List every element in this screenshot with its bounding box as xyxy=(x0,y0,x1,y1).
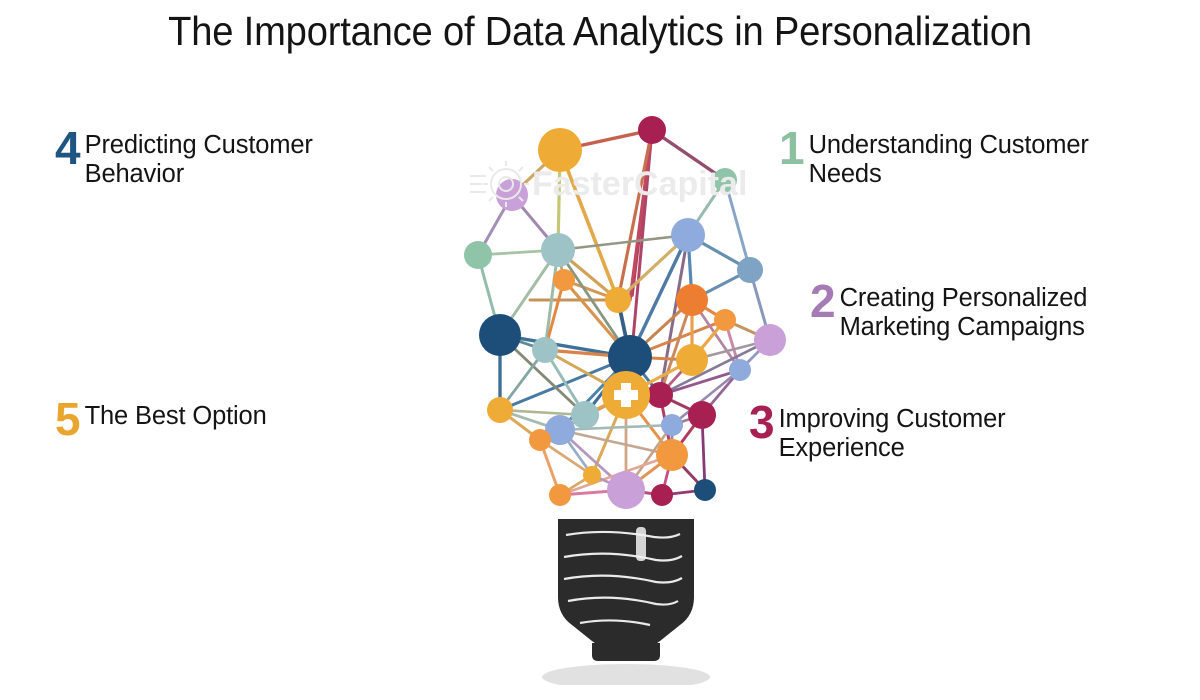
page-title: The Importance of Data Analytics in Pers… xyxy=(168,8,1032,54)
callout-4-text: Predicting Customer Behavior xyxy=(84,131,313,189)
callout-3-text: Improving Customer Experience xyxy=(778,405,1006,463)
callout-5: 5 The Best Option xyxy=(55,396,267,442)
callout-2-text: Creating Personalized Marketing Campaign… xyxy=(839,284,1088,342)
bulb-base-highlight xyxy=(636,527,646,561)
callout-1-number: 1 xyxy=(779,122,805,174)
callout-4: 4 Predicting Customer Behavior xyxy=(55,125,313,189)
bulb-base-threads xyxy=(563,530,683,627)
callout-4-number: 4 xyxy=(55,122,81,174)
callout-5-number: 5 xyxy=(55,393,81,445)
callout-3-number: 3 xyxy=(749,396,775,448)
callout-2: 2 Creating Personalized Marketing Campai… xyxy=(810,278,1088,342)
callout-5-text: The Best Option xyxy=(84,402,267,430)
callout-1: 1 Understanding Customer Needs xyxy=(779,125,1089,189)
lightbulb-network-illustration xyxy=(440,95,800,685)
callout-3: 3 Improving Customer Experience xyxy=(749,399,1006,463)
bulb-shadow xyxy=(542,664,710,685)
callout-2-number: 2 xyxy=(810,275,836,327)
callout-1-text: Understanding Customer Needs xyxy=(808,131,1089,189)
center-plus-node xyxy=(602,371,650,419)
bulb-base xyxy=(558,519,694,661)
